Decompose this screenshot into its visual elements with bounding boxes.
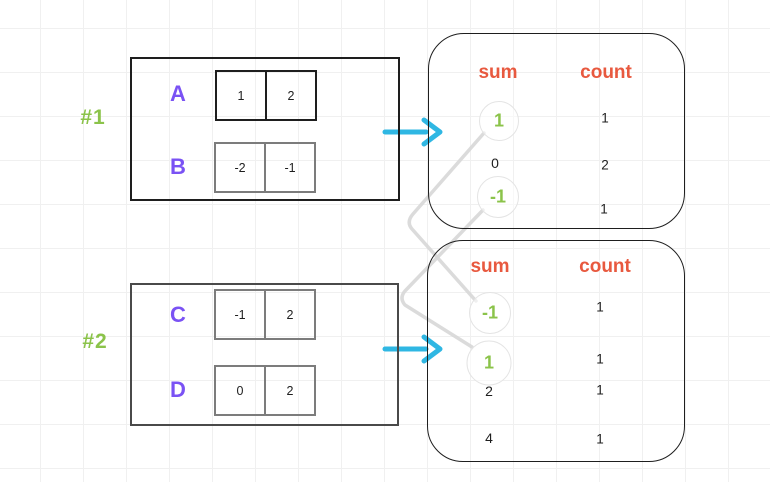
array-c-cell-1: 2: [264, 289, 316, 340]
array-c-cells: -1 2: [214, 289, 316, 340]
array-b-cells: -2 -1: [214, 142, 316, 193]
array-a-cell-1: 2: [265, 70, 317, 121]
group-2-label: #2: [82, 330, 108, 353]
table-2-row-4-count: 1: [596, 431, 604, 447]
connector-line-sum-minus1-to-sum1: [400, 208, 485, 349]
result-table-2: sum count -1 1 1 1 2 1 4 1: [427, 240, 685, 462]
table-1-row-3-sum: -1: [489, 186, 507, 207]
table-2-row-1-sum: -1: [481, 302, 499, 323]
table-1-sum-header: sum: [478, 62, 518, 83]
group-2-box: C -1 2 D 0 2: [130, 283, 399, 426]
table-1-row-2-sum: 0: [491, 155, 499, 171]
array-d-cell-1: 2: [264, 365, 316, 416]
highlight-circle: [477, 176, 519, 218]
highlight-circle: [466, 340, 512, 386]
array-b-label: B: [170, 154, 186, 179]
array-a-label: A: [170, 81, 186, 106]
array-d-label: D: [170, 377, 186, 402]
array-a-cells: 1 2: [215, 70, 317, 121]
table-1-row-2-count: 2: [601, 157, 609, 173]
group-1-label: #1: [80, 106, 106, 129]
table-1-row-1-sum: 1: [493, 110, 505, 131]
array-d-cells: 0 2: [214, 365, 316, 416]
arrow-icon-group-1: [382, 117, 443, 147]
table-2-count-header: count: [579, 256, 631, 277]
array-b-cell-1: -1: [264, 142, 316, 193]
result-table-1: sum count 1 1 0 2 -1 1: [428, 33, 685, 229]
highlight-circle: [469, 292, 511, 334]
arrow-icon-group-2: [382, 334, 443, 364]
table-2-row-3-count: 1: [596, 382, 604, 398]
table-2-sum-header: sum: [470, 256, 510, 277]
table-2-row-4-sum: 4: [485, 430, 493, 446]
connector-line-sum1-to-sum-minus1: [407, 131, 486, 303]
array-c-label: C: [170, 302, 186, 327]
array-c-cell-0: -1: [214, 289, 266, 340]
array-a-cell-0: 1: [215, 70, 267, 121]
table-2-row-2-count: 1: [596, 351, 604, 367]
table-1-count-header: count: [580, 62, 632, 83]
array-d-cell-0: 0: [214, 365, 266, 416]
table-2-row-1-count: 1: [596, 299, 604, 315]
table-1-row-3-count: 1: [600, 201, 608, 217]
table-2-row-2-sum: 1: [483, 352, 495, 373]
group-1-box: A 1 2 B -2 -1: [130, 57, 400, 201]
array-b-cell-0: -2: [214, 142, 266, 193]
table-2-row-3-sum: 2: [485, 383, 493, 399]
highlight-circle: [479, 101, 519, 141]
table-1-row-1-count: 1: [601, 110, 609, 126]
